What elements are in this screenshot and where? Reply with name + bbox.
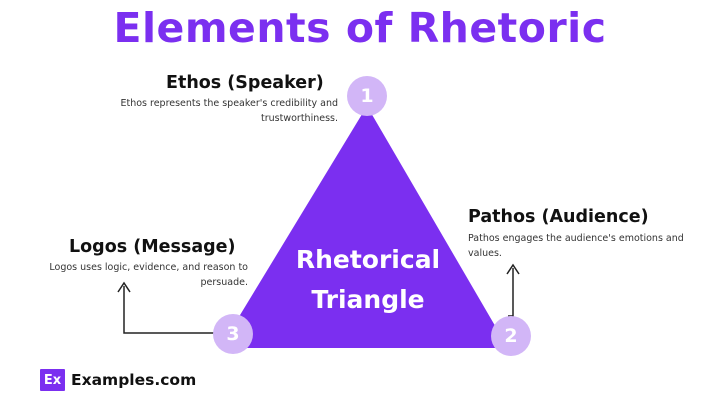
brand[interactable]: Ex Examples.com bbox=[40, 368, 196, 392]
logos-number-badge: 3 bbox=[213, 314, 253, 354]
page-title: Elements of Rhetoric bbox=[113, 4, 607, 52]
brand-name: Examples.com bbox=[71, 371, 197, 389]
center-label-line-2: Triangle bbox=[311, 285, 425, 314]
triangle-center-label: Rhetorical Triangle bbox=[268, 240, 468, 320]
logos-arrow-head bbox=[117, 281, 131, 293]
logos-description: Logos uses logic, evidence, and reason t… bbox=[49, 262, 248, 288]
logos-arrow bbox=[123, 286, 218, 334]
pathos-arrow bbox=[508, 268, 514, 317]
pathos-arrow-head bbox=[506, 263, 520, 275]
ethos-description: Ethos represents the speaker's credibili… bbox=[120, 98, 338, 124]
ethos-heading: Ethos (Speaker) bbox=[166, 73, 324, 93]
logos-heading: Logos (Message) bbox=[69, 237, 236, 257]
ethos-number-badge: 1 bbox=[347, 76, 387, 116]
pathos-heading: Pathos (Audience) bbox=[468, 207, 649, 227]
brand-logo: Ex bbox=[40, 369, 65, 391]
pathos-description: Pathos engages the audience's emotions a… bbox=[468, 233, 684, 259]
rhetorical-triangle bbox=[220, 106, 508, 348]
pathos-number-badge: 2 bbox=[491, 316, 531, 356]
center-label-line-1: Rhetorical bbox=[295, 245, 441, 274]
